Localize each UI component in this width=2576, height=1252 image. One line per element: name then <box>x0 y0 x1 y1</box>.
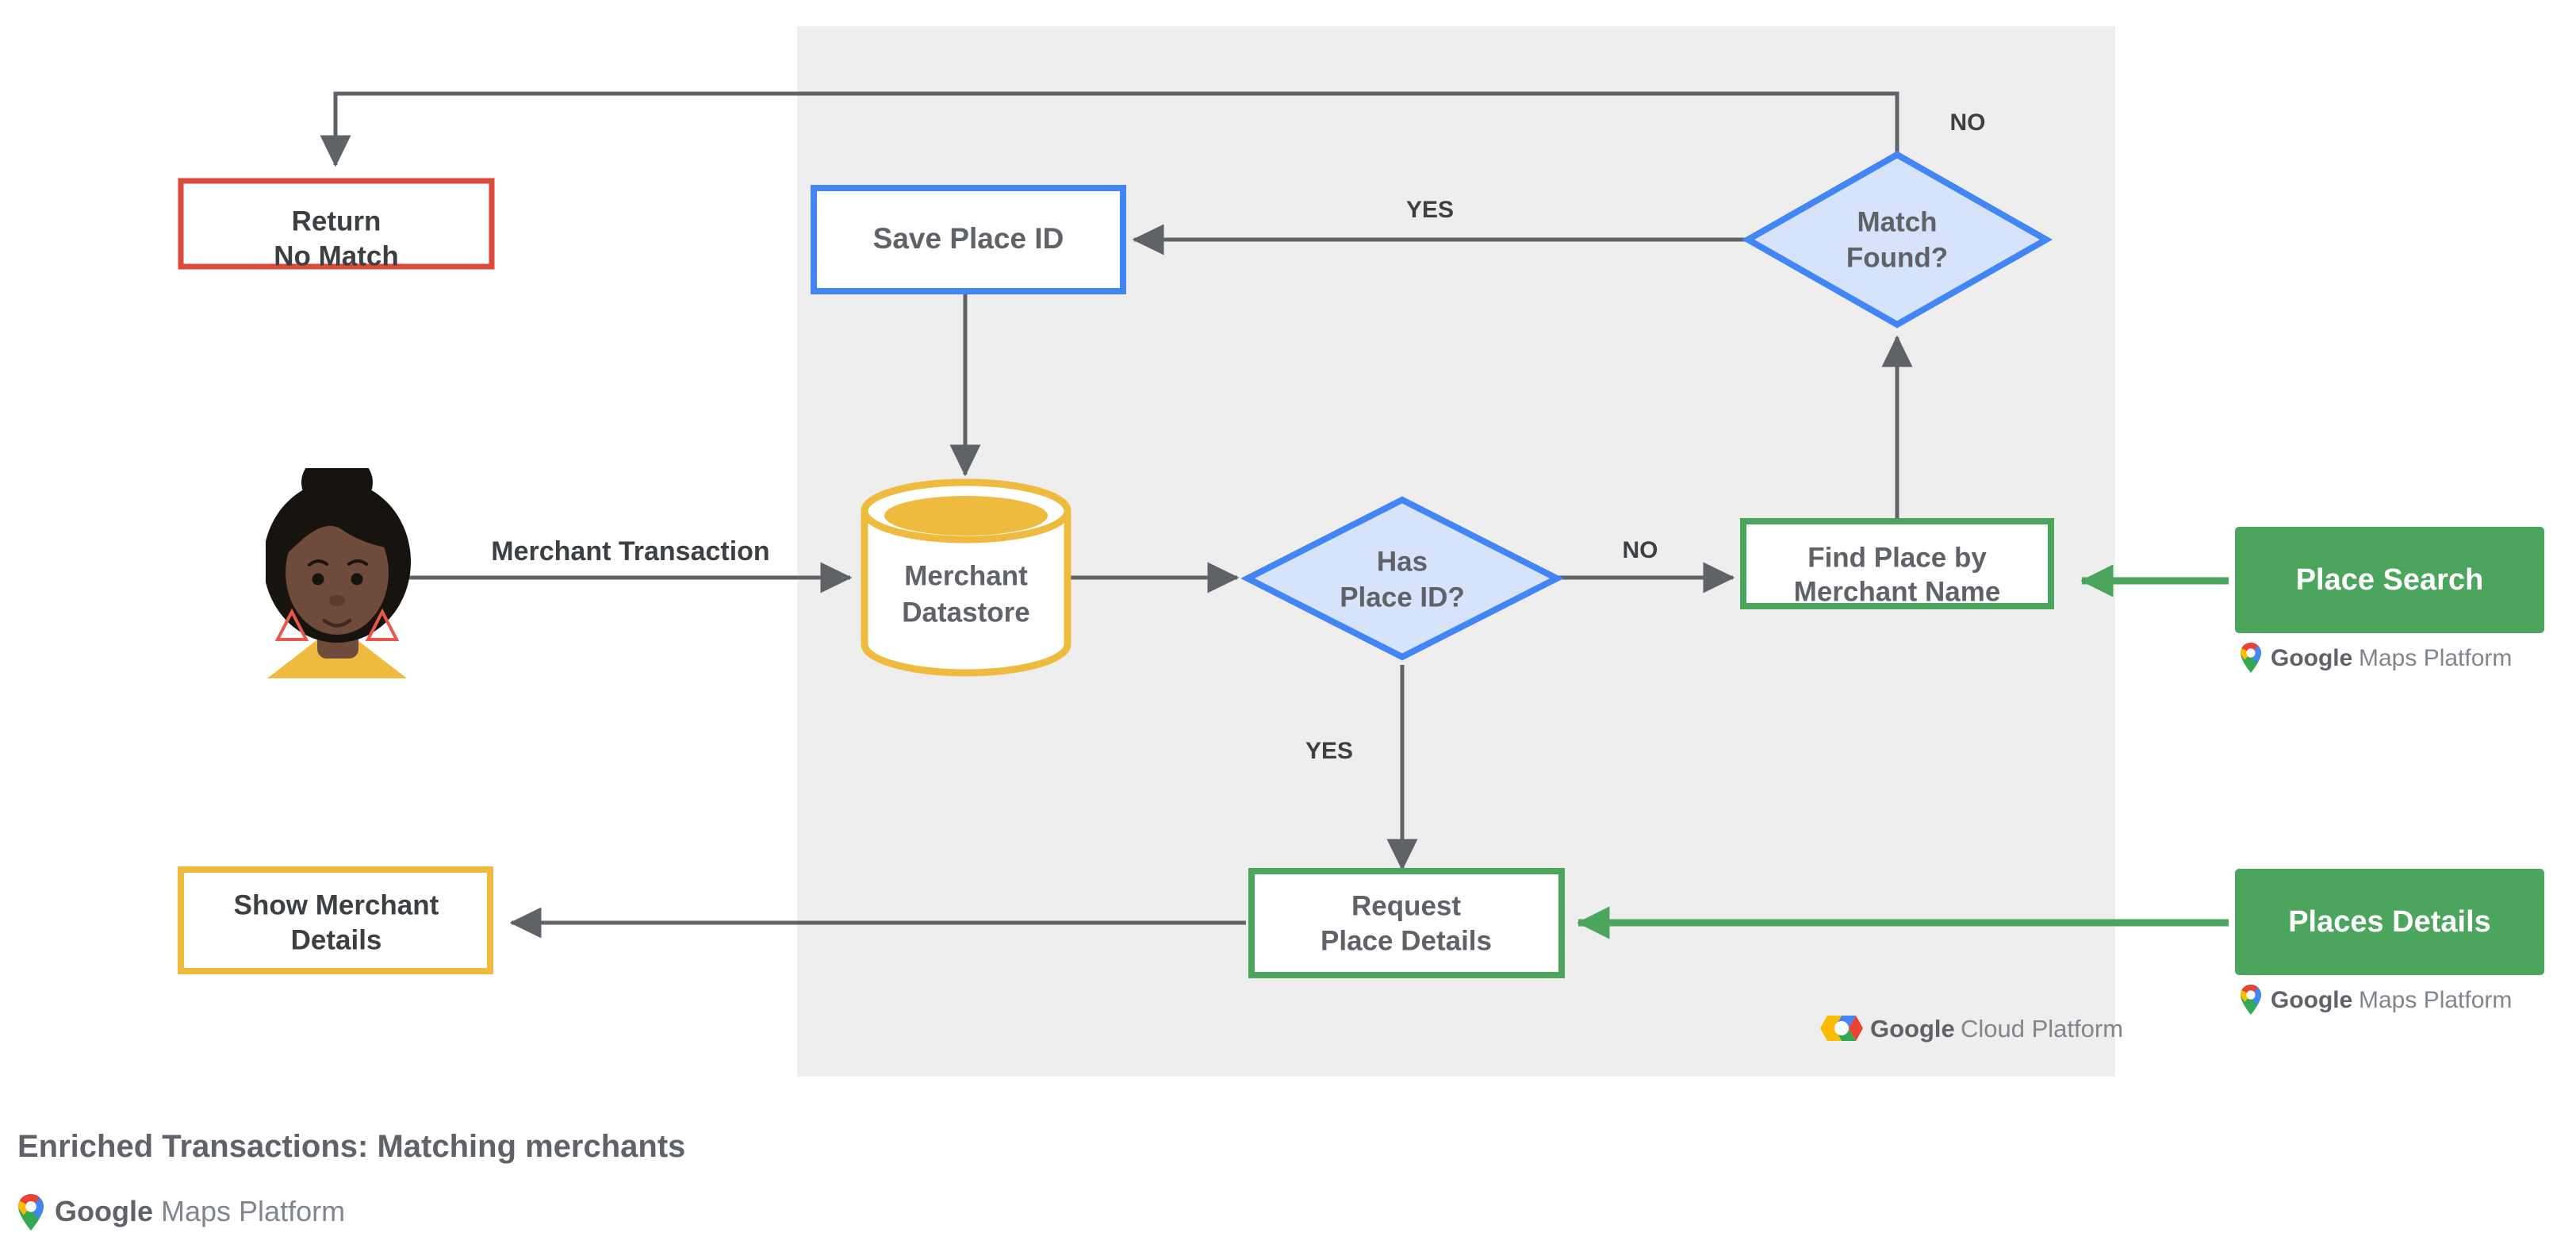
svg-text:Save Place ID: Save Place ID <box>873 222 1064 255</box>
node-request-place-details[interactable]: Request Place Details <box>1248 868 1565 978</box>
maps-pin-icon <box>18 1194 44 1231</box>
svg-text:Maps Platform: Maps Platform <box>2359 987 2512 1013</box>
edge-label-merchant-transaction: Merchant Transaction <box>491 536 769 566</box>
node-has-place-id[interactable]: Has Place ID? <box>1240 496 1564 661</box>
svg-text:Found?: Found? <box>1846 242 1948 273</box>
diagram-caption: Enriched Transactions: Matching merchant… <box>17 1129 685 1164</box>
svg-text:Datastore: Datastore <box>902 597 1029 628</box>
svg-text:Google: Google <box>1870 1015 1955 1043</box>
svg-text:Return: Return <box>292 205 381 236</box>
edge-label-match-found-no: NO <box>1950 109 1986 136</box>
merchant-customer-avatar <box>266 468 411 678</box>
svg-text:Google: Google <box>2271 987 2352 1013</box>
svg-text:Merchant Name: Merchant Name <box>1794 576 2001 607</box>
svg-text:Maps Platform: Maps Platform <box>2359 645 2512 671</box>
svg-text:Show Merchant: Show Merchant <box>234 889 439 920</box>
node-place-search[interactable]: Place Search <box>2235 527 2544 633</box>
cloud-hexagon-icon <box>1820 1016 1863 1041</box>
svg-text:Maps Platform: Maps Platform <box>161 1195 345 1227</box>
maps-pin-icon <box>2241 985 2261 1015</box>
svg-text:Match: Match <box>1857 206 1937 237</box>
datastore-top-fill <box>884 496 1048 536</box>
svg-text:Places Details: Places Details <box>2288 905 2491 939</box>
google-maps-platform-logo-caption: Google Maps Platform <box>18 1194 345 1231</box>
svg-text:Merchant: Merchant <box>904 560 1028 591</box>
edge-label-match-found-yes: YES <box>1406 197 1454 223</box>
svg-text:Google: Google <box>2271 645 2352 671</box>
svg-text:Google: Google <box>55 1195 153 1227</box>
edge-label-has-place-id-yes: YES <box>1305 738 1353 764</box>
google-maps-platform-logo-place-search: Google Maps Platform <box>2241 643 2512 673</box>
maps-pin-icon <box>2241 643 2261 673</box>
node-save-place-id[interactable]: Save Place ID <box>811 185 1126 294</box>
node-find-place-by-merchant-name[interactable]: Find Place by Merchant Name <box>1740 518 2054 609</box>
svg-text:Request: Request <box>1351 890 1461 921</box>
edge-match-found-no <box>320 91 1899 167</box>
svg-text:Place Details: Place Details <box>1321 925 1492 956</box>
svg-text:Cloud Platform: Cloud Platform <box>1961 1015 2123 1043</box>
google-maps-platform-logo-places-details: Google Maps Platform <box>2241 985 2512 1015</box>
svg-text:Place Search: Place Search <box>2296 563 2484 597</box>
node-return-no-match[interactable]: Return No Match <box>178 178 495 271</box>
node-places-details[interactable]: Places Details <box>2235 869 2544 975</box>
node-merchant-datastore[interactable]: Merchant Datastore <box>861 478 1071 677</box>
svg-text:Details: Details <box>291 924 382 955</box>
svg-text:No Match: No Match <box>274 240 399 271</box>
node-show-merchant-details[interactable]: Show Merchant Details <box>178 866 493 974</box>
svg-text:Has: Has <box>1377 546 1428 577</box>
google-cloud-platform-logo: Google Cloud Platform <box>1820 1015 2123 1043</box>
svg-text:Place ID?: Place ID? <box>1340 582 1465 613</box>
edge-label-has-place-id-no: NO <box>1623 537 1658 563</box>
node-match-found[interactable]: Match Found? <box>1741 151 2053 328</box>
svg-text:Find Place by: Find Place by <box>1807 542 1987 573</box>
